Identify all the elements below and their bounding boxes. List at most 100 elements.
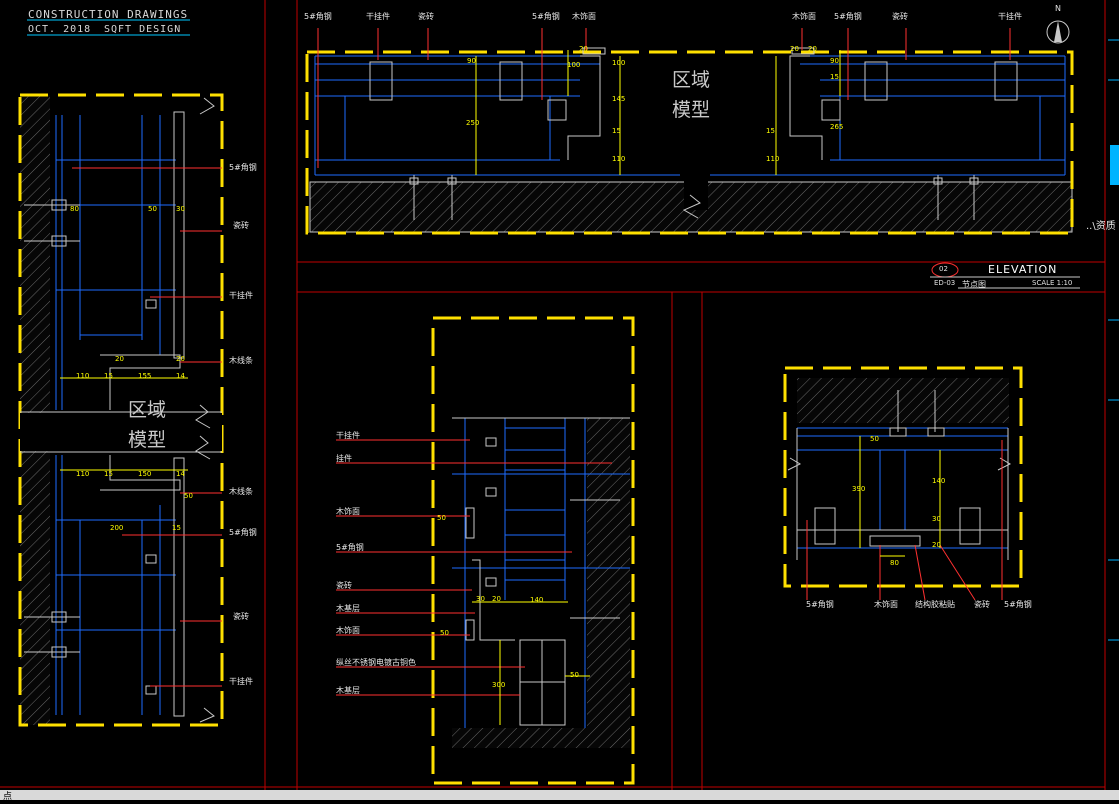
middle-label: 木基层 (336, 604, 360, 613)
dim-middle: 50 (437, 514, 446, 522)
area-model-top-1: 区域 (672, 69, 711, 91)
dim-top: 15 (766, 127, 775, 135)
dim-left: 30 (176, 205, 185, 213)
dim-middle: 140 (530, 596, 544, 604)
command-line[interactable]: 点 (0, 790, 1119, 802)
firm-name: SQFT DESIGN (104, 24, 182, 35)
sheet-frame (0, 0, 1106, 790)
dim-middle: 20 (492, 595, 501, 603)
right-label: 5#角钢 (806, 600, 834, 609)
dim-left: 110 (76, 372, 90, 380)
left-label: 干挂件 (229, 677, 253, 686)
dim-left: 155 (138, 372, 152, 380)
dim-right: 390 (852, 485, 866, 493)
sheet-title: CONSTRUCTION DRAWINGS (28, 8, 189, 21)
area-model-top-2: 模型 (672, 99, 711, 121)
middle-label: 纵丝不锈钢电镀古铜色 (336, 658, 416, 667)
right-label: 结构胶粘贴 (915, 600, 955, 609)
top-label: 木饰面 (572, 12, 596, 21)
dim-top: 15 (612, 127, 621, 135)
right-detail[interactable] (783, 366, 1023, 601)
left-label: 瓷砖 (233, 221, 249, 230)
elevation-subtitle: 节点图 (962, 280, 986, 289)
middle-label: 木饰面 (336, 626, 360, 635)
dim-top: 15 (830, 73, 839, 81)
dim-right: 20 (932, 541, 941, 549)
top-label: 干挂件 (366, 12, 390, 21)
area-model-left-2: 模型 (128, 429, 167, 451)
top-detail[interactable] (305, 20, 1074, 235)
dim-left: 110 (76, 470, 90, 478)
elevation-scale: SCALE 1:10 (1032, 279, 1073, 287)
command-line-text: 点 (3, 792, 13, 802)
middle-label: 瓷砖 (336, 581, 352, 590)
dim-left: 20 (115, 355, 124, 363)
elevation-sheet: ED-03 (934, 279, 956, 287)
top-label: 5#角钢 (834, 12, 862, 21)
dim-left: 150 (138, 470, 152, 478)
dim-left: 15 (172, 524, 181, 532)
top-label: 5#角钢 (532, 12, 560, 21)
right-label: 木饰面 (874, 600, 898, 609)
elevation-number: 02 (939, 265, 948, 273)
right-sidebar-fragments (1106, 0, 1119, 790)
dim-right: 80 (890, 559, 899, 567)
dim-right: 140 (932, 477, 946, 485)
right-label: 5#角钢 (1004, 600, 1032, 609)
left-label: 木线条 (229, 356, 253, 365)
area-model-left-1: 区域 (128, 399, 167, 421)
top-label: 瓷砖 (892, 12, 908, 21)
left-label: 干挂件 (229, 291, 253, 300)
top-label: 木饰面 (792, 12, 816, 21)
dim-left: 15 (104, 470, 113, 478)
dim-top: 20 (790, 45, 799, 53)
dim-top: 90 (467, 57, 476, 65)
dim-top: 20 (808, 45, 817, 53)
dim-middle: 50 (440, 629, 449, 637)
dim-left: 50 (184, 492, 193, 500)
middle-label: 木基层 (336, 686, 360, 695)
middle-label: 5#角钢 (336, 543, 364, 552)
dim-left: 200 (110, 524, 124, 532)
dim-middle: 30 (476, 595, 485, 603)
dim-right: 50 (870, 435, 879, 443)
elevation-title: ELEVATION (988, 263, 1058, 276)
middle-label: 木饰面 (336, 507, 360, 516)
dim-top: 90 (830, 57, 839, 65)
dim-left: 20 (176, 355, 185, 363)
dim-left: 14 (176, 372, 185, 380)
dim-top: 100 (567, 61, 581, 69)
dim-top: 110 (766, 155, 780, 163)
left-label: 5#角钢 (229, 163, 257, 172)
dim-top: 110 (612, 155, 626, 163)
north-letter: N (1055, 4, 1061, 13)
dim-top: 145 (612, 95, 626, 103)
dim-top: 265 (830, 123, 844, 131)
dim-left: 50 (148, 205, 157, 213)
left-label: 5#角钢 (229, 528, 257, 537)
elevation-title-block (930, 262, 1080, 289)
dim-left: 14 (176, 470, 185, 478)
dim-middle: 300 (492, 681, 506, 689)
sheet-date: OCT. 2018 (28, 24, 92, 35)
top-label: 瓷砖 (418, 12, 434, 21)
middle-label: 干挂件 (336, 431, 360, 440)
left-label: 木线条 (229, 487, 253, 496)
dim-right: 30 (932, 515, 941, 523)
middle-detail[interactable] (336, 316, 635, 785)
right-label: 瓷砖 (974, 600, 990, 609)
dim-left: 15 (104, 372, 113, 380)
dim-left: 80 (70, 205, 79, 213)
middle-label: 挂件 (336, 454, 352, 463)
side-path-text: ..\资质 (1086, 221, 1116, 232)
left-label: 瓷砖 (233, 612, 249, 621)
left-detail[interactable] (18, 93, 224, 727)
dim-top: 250 (466, 119, 480, 127)
dim-top: 100 (612, 59, 626, 67)
north-arrow (1046, 20, 1070, 44)
dim-top: 20 (579, 45, 588, 53)
top-label: 干挂件 (998, 12, 1022, 21)
dim-middle: 50 (570, 671, 579, 679)
